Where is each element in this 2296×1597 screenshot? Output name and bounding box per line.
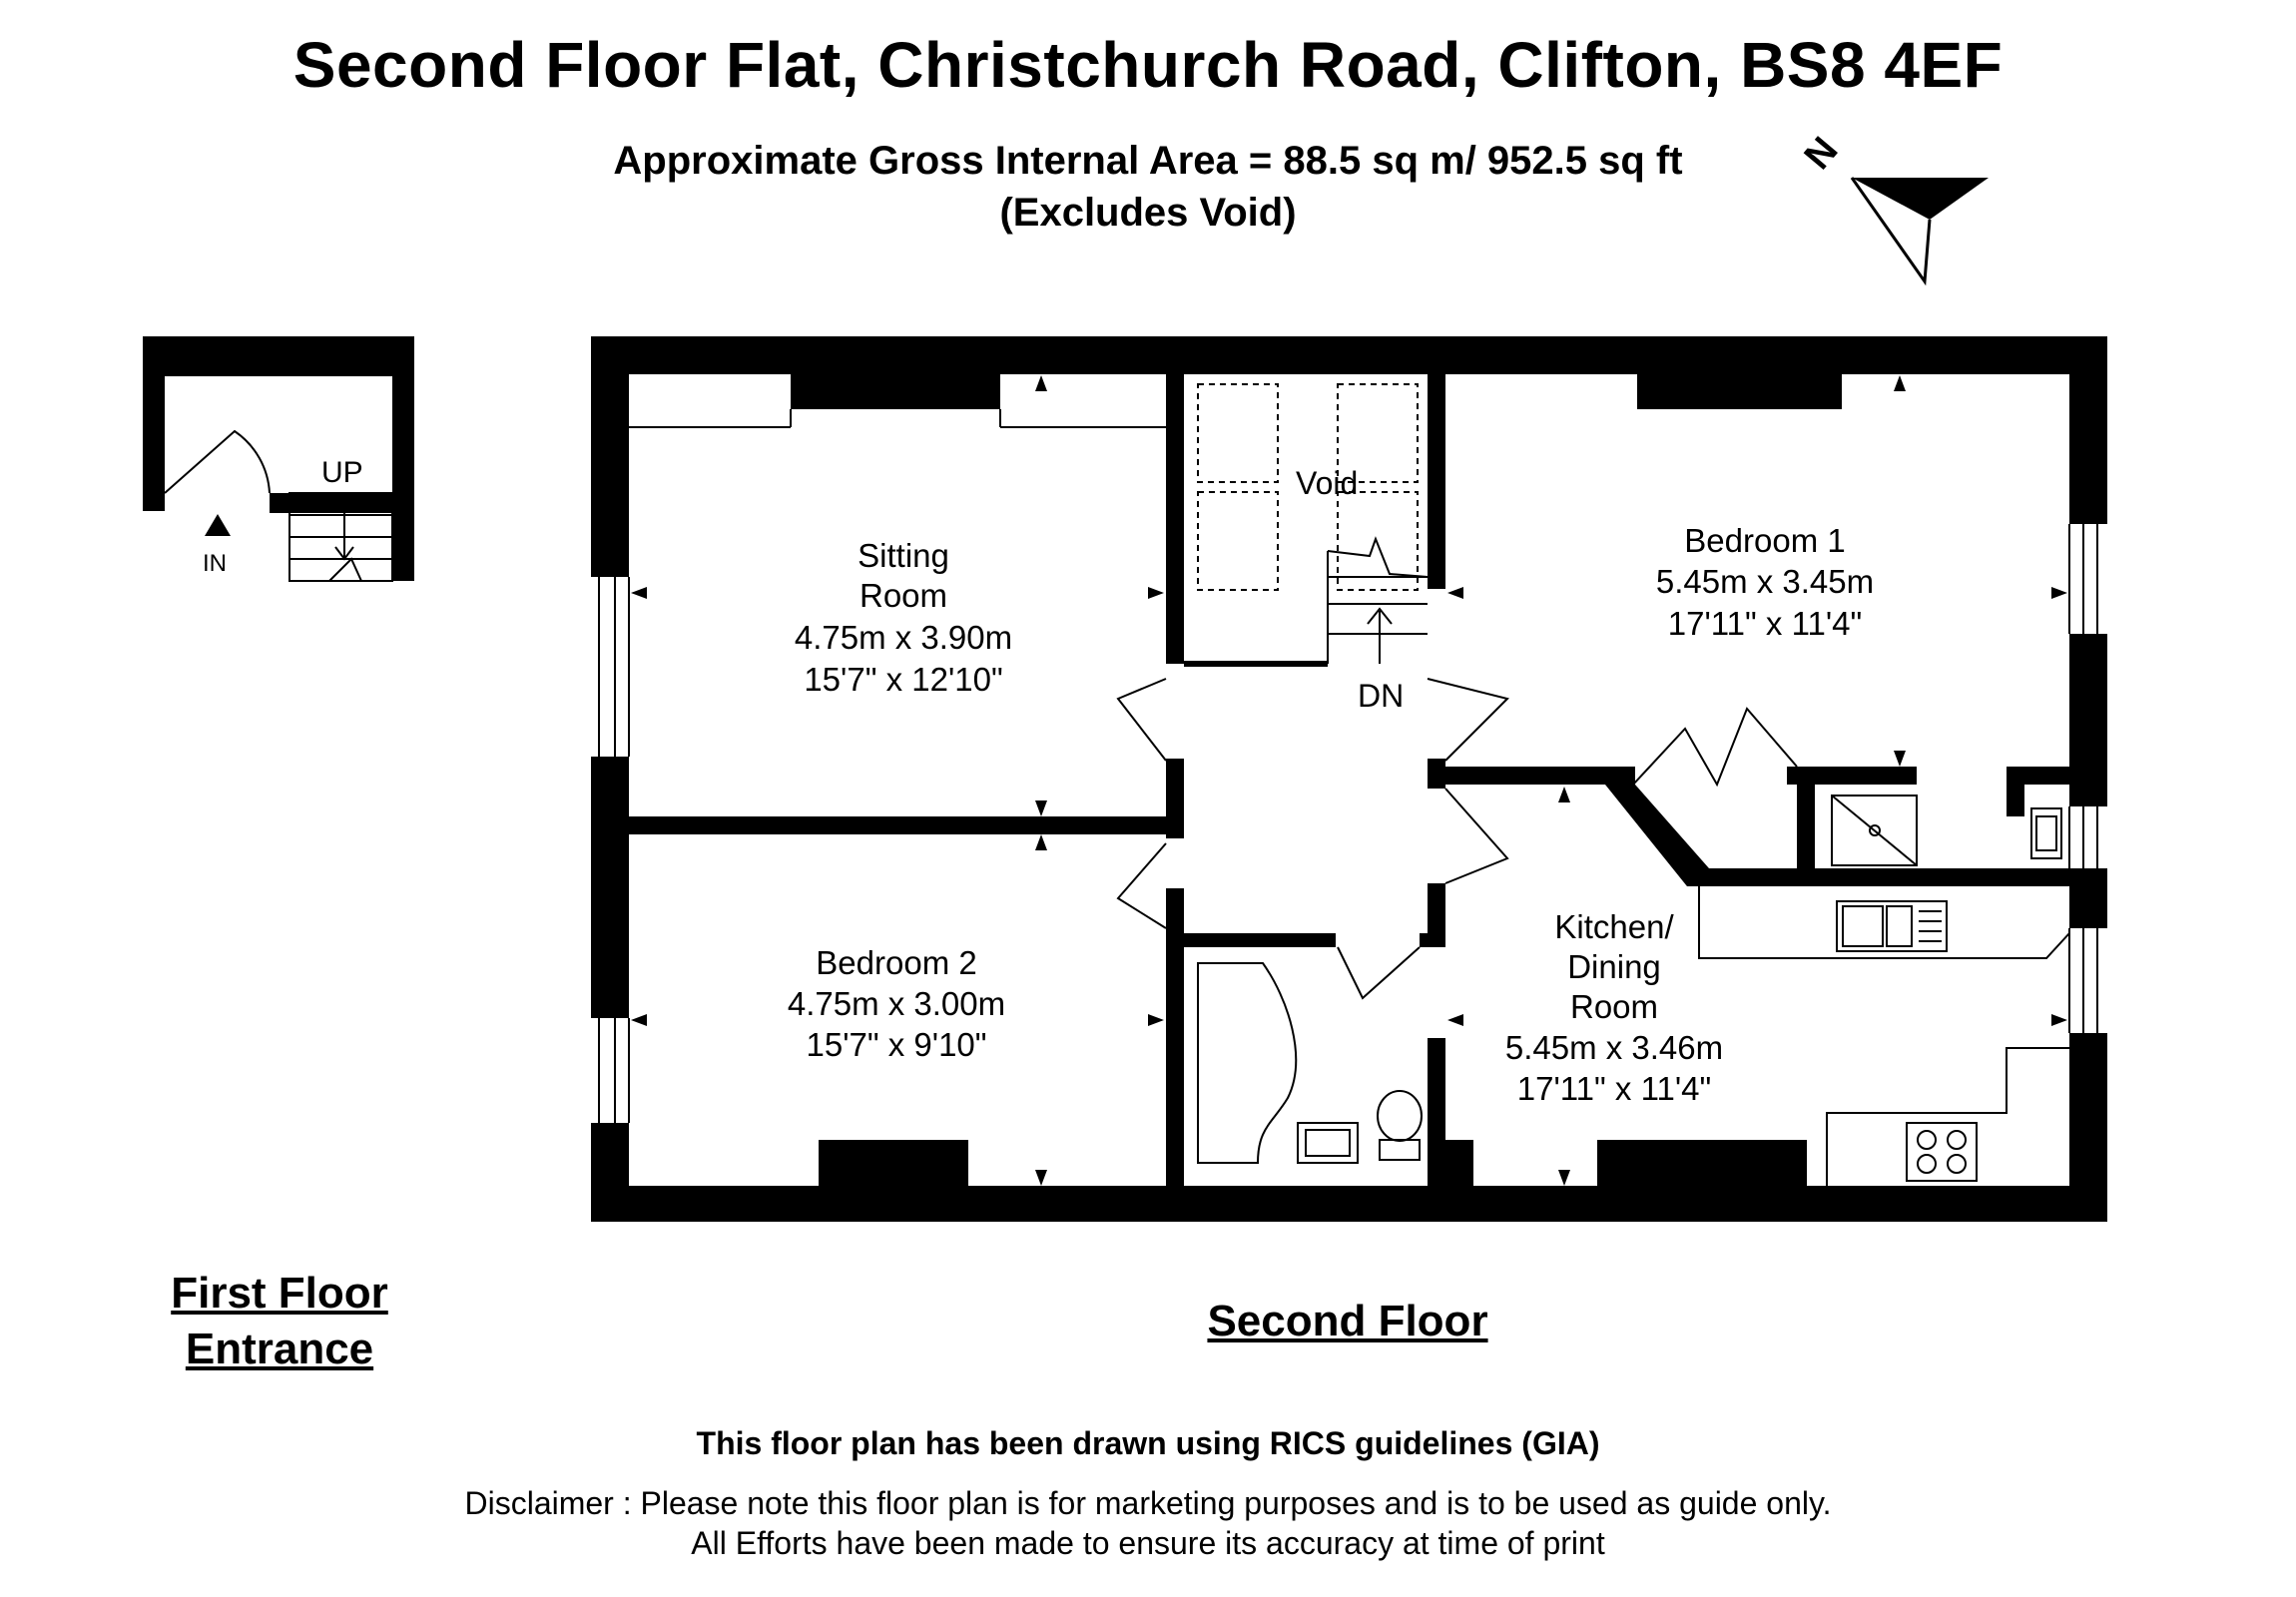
disclaimer-line: All Efforts have been made to ensure its… <box>691 1525 1605 1561</box>
room-name: Room <box>860 577 947 614</box>
void-area <box>1184 383 1419 667</box>
disclaimer-line: Disclaimer : Please note this floor plan… <box>464 1485 1832 1521</box>
wall <box>392 336 414 581</box>
room-dimensions-metric: 5.45m x 3.46m <box>1505 1029 1723 1066</box>
door-swing <box>1116 678 1798 1000</box>
washbasin-icon <box>2030 807 2062 859</box>
dimension-markers <box>631 375 2067 1186</box>
kitchen-worktop <box>1698 886 2070 1186</box>
void-label: Void <box>1296 465 1358 501</box>
page-title: Second Floor Flat, Christchurch Road, Cl… <box>292 29 2004 101</box>
window <box>2068 524 2107 634</box>
stairs-up-label: UP <box>321 456 363 489</box>
room-dimensions-imperial: 15'7" x 9'10" <box>807 1026 987 1063</box>
outer-walls <box>591 336 2107 1222</box>
room-name: Dining <box>1567 948 1661 985</box>
room-dimensions-imperial: 15'7" x 12'10" <box>804 661 1002 698</box>
room-dimensions-metric: 4.75m x 3.90m <box>795 619 1012 656</box>
interior-walls <box>629 374 2069 1186</box>
sink-icon <box>1836 900 1948 952</box>
caption-line: First Floor <box>171 1269 388 1318</box>
window <box>2068 928 2107 1033</box>
room-dimensions-metric: 4.75m x 3.00m <box>788 985 1005 1022</box>
gross-internal-area: Approximate Gross Internal Area = 88.5 s… <box>613 139 1683 183</box>
north-label: N <box>1797 130 1847 178</box>
toilet-icon <box>1377 1090 1423 1161</box>
door-swing <box>164 429 271 494</box>
second-floor-plan: Void DN <box>591 336 2107 1222</box>
second-floor-caption: Second Floor <box>1207 1297 1488 1345</box>
window <box>591 1018 630 1123</box>
wall <box>270 493 414 513</box>
area-summary: Approximate Gross Internal Area = 88.5 s… <box>0 135 2296 239</box>
room-name: Bedroom 1 <box>1684 522 1845 559</box>
window <box>591 577 630 757</box>
chimney-breast <box>791 374 1842 1186</box>
first-floor-entrance-plan: UP IN <box>143 336 414 582</box>
north-arrow-icon: N <box>1797 130 1989 286</box>
bathtub-icon <box>1197 962 1298 1164</box>
wall <box>143 336 414 376</box>
caption-line: Entrance <box>185 1325 374 1373</box>
entry-label: IN <box>203 550 227 577</box>
stairs-down-label: DN <box>1358 678 1404 714</box>
hob-icon <box>1906 1122 1978 1182</box>
entry-arrow-icon <box>205 514 231 536</box>
room-dimensions-imperial: 17'11" x 11'4" <box>1517 1070 1711 1107</box>
room-name: Bedroom 2 <box>816 944 976 981</box>
diagonal-wall <box>1605 785 1709 886</box>
shower-tray-icon <box>1831 795 1918 866</box>
room-name: Room <box>1570 988 1658 1025</box>
washbasin-icon <box>1297 1122 1359 1164</box>
room-name: Sitting <box>858 537 949 574</box>
stairs <box>1327 536 1429 664</box>
wall <box>143 336 165 511</box>
room-dimensions-metric: 5.45m x 3.45m <box>1656 563 1874 600</box>
first-floor-caption: First Floor Entrance <box>130 1266 429 1377</box>
rics-note: This floor plan has been drawn using RIC… <box>696 1425 1600 1461</box>
room-dimensions-imperial: 17'11" x 11'4" <box>1668 605 1862 642</box>
window <box>2068 806 2107 868</box>
stairs <box>288 492 393 582</box>
void-exclusion-note: (Excludes Void) <box>999 191 1297 235</box>
room-name: Kitchen/ <box>1554 908 1674 945</box>
